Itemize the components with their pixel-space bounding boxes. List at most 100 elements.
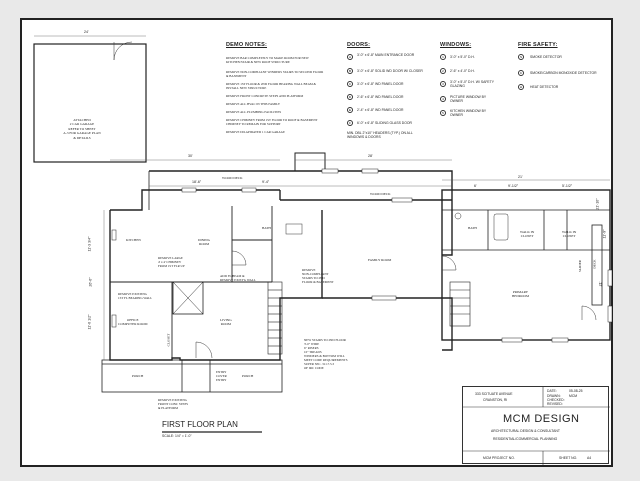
- dimension-right-a: 21'-10": [595, 198, 600, 210]
- smoke-detector-text: SMOKE DETECTOR: [530, 55, 562, 59]
- dimension-main-width: 30': [188, 154, 193, 158]
- room-wood-deck-top: WOOD DECK: [222, 176, 243, 180]
- address-line-2: CRANSTON, RI: [483, 398, 508, 402]
- garage-label: ATTACHED 2 CAR GARAGE REFER TO SHEET A-3…: [63, 118, 101, 140]
- door-b-text: 3'-0" x 6'-8" SOLID WD DOOR W/ CLOSER: [357, 69, 423, 73]
- door-tag-e: E: [347, 107, 353, 113]
- doors-footnote: MIN. DBL 2"x10" HEADERS (TYP.) ON ALL WI…: [347, 131, 413, 139]
- room-primary: PRIMARY BEDROOM: [512, 290, 529, 299]
- note-remove-stairs: REMOVE NON-COMPLIANT STAIRS TO 2ND FLOOR…: [302, 268, 334, 284]
- co-detector-text: SMOKE/CARBON MONOXIDE DETECTOR: [530, 71, 597, 75]
- door-tag-c: C: [347, 81, 353, 87]
- dimension-left-c: 11'-6 1/2": [87, 314, 92, 330]
- room-deck: DECK: [592, 259, 597, 269]
- room-wood-deck-right: WOOD DECK: [370, 192, 391, 196]
- drawn-label: DRAWN:: [547, 393, 561, 398]
- windows-header: WINDOWS:: [440, 42, 472, 48]
- firm-tagline-1: ARCHITECTURAL DESIGN & CONSULTANT: [491, 429, 560, 433]
- sheet-number-label: SHEET NO.: [559, 456, 578, 460]
- smoke-detector-icon: S: [518, 54, 524, 60]
- demo-note-5: REMOVE ALL HVAC IN THIS FAMILY: [226, 102, 281, 106]
- checked-label: CHECKED:: [547, 398, 565, 402]
- drawing-sheet: 24' 30' 28' 18'-6" 9'-4" 6' 9'-1/2" 5'-1…: [20, 18, 613, 467]
- window-tag-3: 3: [440, 81, 446, 87]
- room-closet: CLOSET: [166, 333, 171, 347]
- room-living: LIVING ROOM: [220, 318, 232, 327]
- window-2-text: 2'-6" x 4'-0" D.H.: [450, 69, 475, 73]
- project-number-label: MCM PROJECT NO.: [483, 456, 515, 460]
- demo-note-6: REMOVE ALL PLUMBING FACILITIES: [226, 110, 282, 114]
- demo-note-7: REMOVE CHIMNEY FROM 1ST FLOOR TO ROOF & …: [226, 118, 318, 126]
- window-4-text: PICTURE WINDOW BY OWNER: [450, 95, 487, 103]
- floor-plan-drawing: [33, 35, 613, 433]
- dimension-bath-width: 9'-4": [262, 180, 270, 184]
- fire-safety-header: FIRE SAFETY:: [518, 42, 558, 48]
- door-c-text: 3'-0" x 6'-8" WD PANEL DOOR: [357, 82, 404, 86]
- note-remove-bearing: REMOVE EXISTING 1ST FL BEARING WALL: [118, 292, 153, 300]
- heat-detector-icon: H: [518, 84, 524, 90]
- demo-notes-header: DEMO NOTES:: [226, 42, 268, 48]
- dimension-closet-2: 5'-1/2": [562, 184, 573, 188]
- dimension-right-b: 11'-9": [602, 229, 607, 239]
- demo-note-1: REMOVE BAR COMPLETELY TO MAKE ROOM FOR N…: [226, 56, 309, 64]
- dimension-garage-width: 24': [84, 30, 89, 34]
- dimension-bath2: 6': [474, 184, 477, 188]
- sheet-number-value: A4: [587, 456, 592, 460]
- dimension-right-c: 21': [598, 281, 603, 287]
- address-line-1: 333 SCITUATE AVENUE: [475, 392, 513, 396]
- room-slider: SLIDER: [577, 260, 582, 272]
- room-bath2: BATH: [468, 226, 477, 230]
- dimension-family-width: 28': [368, 154, 373, 158]
- window-tag-5: 5: [440, 110, 446, 116]
- room-family: FAMILY ROOM: [368, 258, 392, 262]
- door-tag-d: D: [347, 94, 353, 100]
- title-block-grid: [463, 387, 610, 465]
- dimension-wing-width: 21': [518, 175, 523, 179]
- window-tag-2: 2: [440, 68, 446, 74]
- window-tag-1: 1: [440, 54, 446, 60]
- room-bath: BATH: [262, 226, 271, 230]
- door-e-text: 2'-4" x 6'-8" WD PANEL DOOR: [357, 108, 404, 112]
- room-walkin-2: WALK IN CLOSET: [562, 230, 577, 239]
- date-label: DATE:: [547, 389, 557, 393]
- room-walkin-1: WALK IN CLOSET: [520, 230, 535, 239]
- window-5-text: KITCHEN WINDOW BY OWNER: [450, 109, 487, 117]
- dimension-left-b: 26'-6": [88, 277, 93, 287]
- room-dining: DINING ROOM: [198, 238, 211, 247]
- firm-tagline-2: RESIDENTIAL/COMMERCIAL PLANNING: [493, 437, 558, 441]
- drawn-value: MCM: [569, 393, 578, 398]
- co-detector-icon: C: [518, 70, 524, 76]
- room-kitchen: KITCHEN: [126, 238, 141, 242]
- revised-label: REVISED:: [547, 402, 563, 406]
- room-porch-left: PORCH: [132, 374, 144, 378]
- demo-note-4: REMOVE FRONT CONCRETE STEPS AND PLATFORM: [226, 94, 304, 98]
- door-f-text: 6'-0" x 6'-8" SLIDING GLASS DOOR: [357, 121, 412, 125]
- window-3-text: 3'-0" x 5'-0" D.H. W/ SAFETY GLAZING: [450, 80, 494, 88]
- door-tag-f: F: [347, 120, 353, 126]
- sheet-scale: SCALE: 1/4" = 1'-0": [162, 434, 192, 438]
- door-tag-b: B: [347, 68, 353, 74]
- room-porch-right: PORCH: [242, 374, 254, 378]
- dimension-left-a: 11'-3 3/4": [87, 236, 92, 252]
- note-new-stairs: NEW STAIRS TO 2ND FLOOR 3'-0" WIDE 6" RI…: [304, 338, 348, 370]
- heat-detector-text: HEAT DETECTOR: [530, 85, 559, 89]
- note-cover-entry: ENTRY COVER ENTRY: [216, 370, 227, 382]
- date-value: 05-08-25: [569, 389, 583, 393]
- title-block: 333 SCITUATE AVENUE CRANSTON, RI DATE: 0…: [462, 386, 610, 465]
- window-1-text: 3'-0" x 5'-0" D.H.: [450, 55, 475, 59]
- door-tag-a: A: [347, 54, 353, 60]
- door-d-text: 2'-6" x 6'-8" WD PANEL DOOR: [357, 95, 404, 99]
- door-a-text: 3'-0" x 6'-8" MAIN ENTRANCE DOOR: [357, 53, 415, 57]
- demo-note-2: REMOVE NON-COMPLIANT WINDERS STAIRS TO S…: [226, 70, 324, 78]
- dimension-kitchen-dining: 18'-6": [192, 180, 202, 184]
- room-office: OFFICE COMPUTER ROOM: [118, 318, 148, 327]
- doors-header: DOORS:: [347, 42, 371, 48]
- sheet-title: FIRST FLOOR PLAN: [162, 420, 238, 429]
- note-remove-chimney: REMOVE LARGE 4' x 4' CHIMNEY FROM 1ST FL…: [158, 256, 185, 268]
- dimension-closet-1: 9'-1/2": [508, 184, 519, 188]
- demo-note-3: REMOVE 1ST FLOOR & 2ND FLOOR BEARING WAL…: [226, 82, 316, 90]
- demo-note-8: REMOVE DILAPIDATED 1 CAR GARAGE: [226, 130, 285, 134]
- firm-name: MCM DESIGN: [503, 413, 580, 425]
- note-remove-front-steps: REMOVE EXISTING FRONT CONC STEPS & PLATF…: [158, 398, 189, 410]
- window-tag-4: 4: [440, 96, 446, 102]
